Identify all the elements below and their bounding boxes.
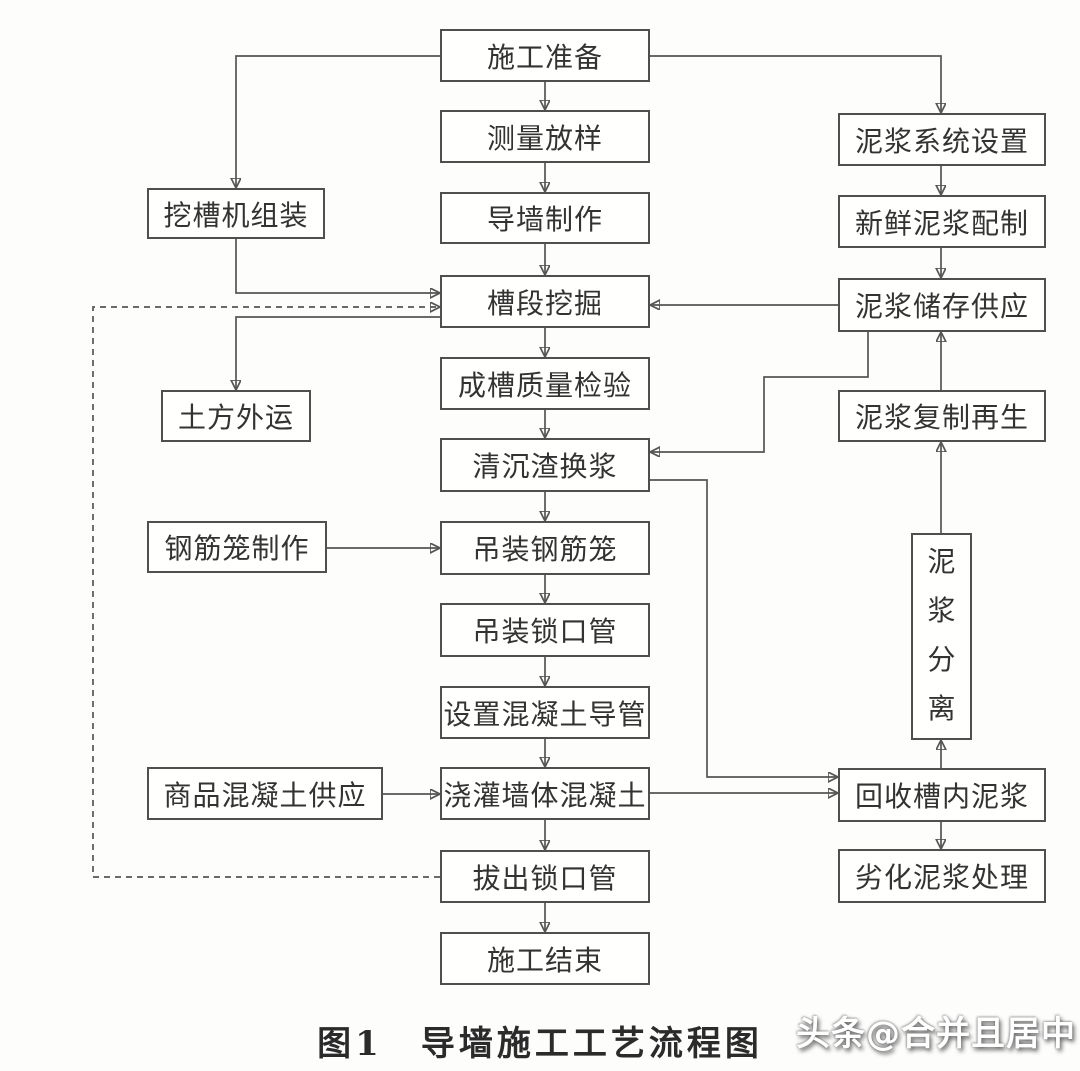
node-rebar-cage-fabrication: 钢筋笼制作 — [147, 521, 327, 573]
edge-prep-excavator-assembly — [236, 55, 442, 188]
node-construction-end: 施工结束 — [440, 932, 650, 985]
edge-pull-lock-trench-dig — [92, 307, 440, 878]
node-slurry-regeneration: 泥浆复制再生 — [838, 390, 1046, 442]
node-excavator-assembly: 挖槽机组装 — [147, 188, 325, 239]
edge-clean-slurry-recover — [650, 479, 838, 777]
node-pull-out-lock-pipe: 拔出锁口管 — [440, 850, 650, 903]
edge-trench-dig-earth-removal — [236, 316, 440, 390]
figure-caption: 图1 导墙施工工艺流程图 — [317, 1024, 763, 1064]
node-hoist-rebar-cage: 吊装钢筋笼 — [440, 521, 650, 575]
node-degraded-slurry-treatment: 劣化泥浆处理 — [838, 849, 1046, 903]
watermark-text: 头条@合并且居中 — [796, 1014, 1076, 1054]
node-fresh-slurry-prep: 新鲜泥浆配制 — [838, 195, 1046, 248]
node-earth-removal: 土方外运 — [161, 390, 311, 442]
node-recover-trench-slurry: 回收槽内泥浆 — [838, 768, 1046, 822]
node-slurry-separation: 泥浆分离 — [911, 533, 972, 740]
edge-storage-clean-slurry — [650, 332, 869, 452]
node-clean-sediment-replace-slurry: 清沉渣换浆 — [440, 438, 650, 492]
node-slurry-storage-supply: 泥浆储存供应 — [838, 278, 1046, 332]
node-survey-setout: 测量放样 — [440, 110, 650, 163]
node-pour-wall-concrete: 浇灌墙体混凝土 — [440, 767, 650, 820]
node-trench-excavation: 槽段挖掘 — [440, 275, 650, 328]
edge-prep-slurry-system — [648, 55, 941, 113]
node-trench-quality-check: 成槽质量检验 — [440, 357, 650, 410]
node-slurry-system-setup: 泥浆系统设置 — [838, 113, 1046, 166]
edge-excavator-trench-dig — [235, 239, 440, 293]
node-guide-wall-build: 导墙制作 — [440, 192, 650, 244]
node-set-concrete-conduit: 设置混凝土导管 — [440, 686, 650, 739]
node-commercial-concrete-supply: 商品混凝土供应 — [147, 767, 383, 820]
node-construction-prep: 施工准备 — [440, 29, 650, 82]
node-hoist-lock-pipe: 吊装锁口管 — [440, 603, 650, 657]
